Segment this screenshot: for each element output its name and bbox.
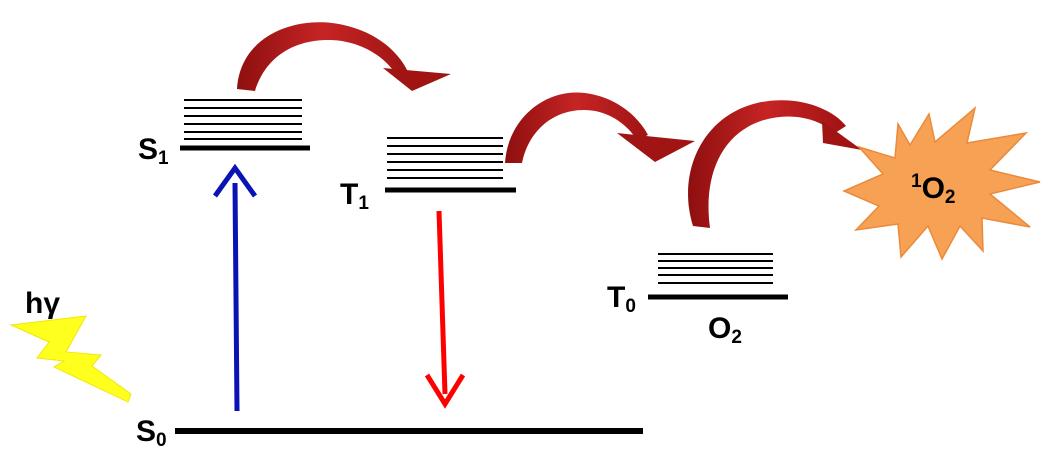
singlet-oxygen-label: 1O2 <box>911 171 956 208</box>
absorption-arrow <box>212 163 258 412</box>
diagram-canvas <box>9 22 1041 434</box>
isc-curved-arrow <box>237 22 451 91</box>
s1-label: S1 <box>138 133 169 169</box>
s1-vibrational-levels <box>184 99 302 140</box>
energy-transfer-arrow <box>505 92 695 163</box>
t0-vibrational-levels <box>658 253 773 284</box>
lightning-bolt-icon <box>9 315 132 403</box>
t0-label: T0 <box>607 281 636 317</box>
t1-vibrational-levels <box>387 137 503 179</box>
starburst-icon <box>842 105 1041 261</box>
emission-arrow <box>424 210 466 409</box>
t1-label: T1 <box>340 178 369 214</box>
jablonski-diagram: S0 S1 T1 T0 O2 hγ 1O2 <box>9 22 1041 450</box>
singlet-oxygen-arrow <box>688 100 862 228</box>
s0-label: S0 <box>136 415 167 451</box>
oxygen-label: O2 <box>708 312 742 348</box>
light-label: hγ <box>25 287 61 320</box>
